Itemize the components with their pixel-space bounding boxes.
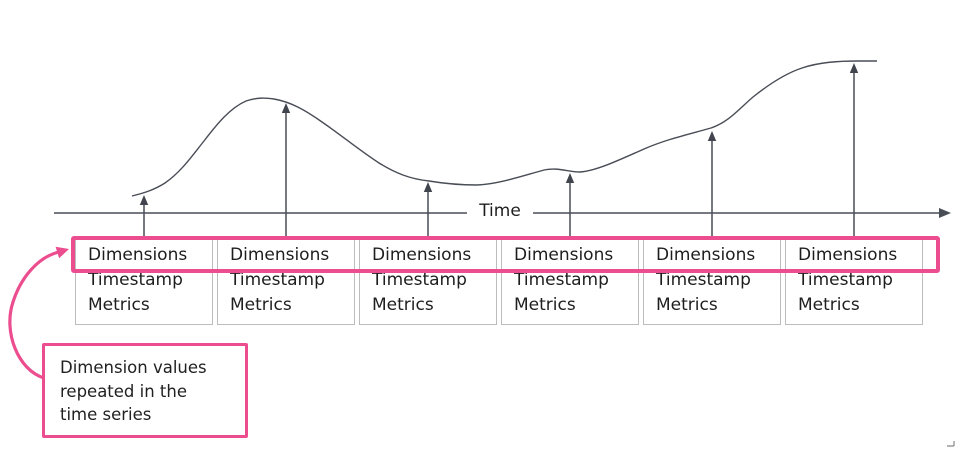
- record-timestamp-label: Timestamp: [372, 270, 467, 290]
- record-dimensions-label: Dimensions: [656, 245, 756, 265]
- callout-arrowhead-icon: [55, 246, 69, 259]
- record-timestamp-label: Timestamp: [798, 270, 893, 290]
- arrowhead-icon: [139, 195, 149, 205]
- callout-text-line: time series: [60, 405, 152, 424]
- record-dimensions-label: Dimensions: [88, 245, 188, 265]
- record-metrics-label: Metrics: [656, 295, 718, 315]
- record-timestamp-label: Timestamp: [230, 270, 325, 290]
- arrowhead-icon: [849, 63, 859, 73]
- record-dimensions-label: Dimensions: [230, 245, 330, 265]
- arrowhead-icon: [565, 173, 575, 183]
- record-dimensions-label: Dimensions: [798, 245, 898, 265]
- axis-arrowhead-icon: [939, 208, 951, 218]
- dimensions-row-highlight: [71, 236, 940, 273]
- record-box-2: Dimensions Timestamp Metrics: [217, 237, 355, 325]
- time-axis-label: Time: [479, 201, 521, 221]
- record-metrics-label: Metrics: [372, 295, 434, 315]
- timeseries-curve-path: [131, 60, 877, 197]
- stray-mark: [947, 441, 955, 447]
- record-metrics-label: Metrics: [514, 295, 576, 315]
- record-timestamp-label: Timestamp: [514, 270, 609, 290]
- data-point-arrows: [143, 72, 855, 236]
- arrowhead-icon: [281, 103, 291, 113]
- record-metrics-label: Metrics: [798, 295, 860, 315]
- arrowhead-icon: [707, 131, 717, 141]
- callout-arrow: [8, 250, 59, 380]
- record-dimensions-label: Dimensions: [372, 245, 472, 265]
- record-box-1: Dimensions Timestamp Metrics: [75, 237, 213, 325]
- data-point-arrowheads: [139, 63, 859, 205]
- record-timestamp-label: Timestamp: [656, 270, 751, 290]
- record-box-3: Dimensions Timestamp Metrics: [359, 237, 497, 325]
- callout-text-line: Dimension values: [60, 358, 207, 377]
- callout-text-line: repeated in the: [60, 381, 188, 401]
- record-dimensions-label: Dimensions: [514, 245, 614, 265]
- callout-box: Dimension values repeated in the time se…: [42, 343, 248, 438]
- record-box-5: Dimensions Timestamp Metrics: [643, 237, 781, 325]
- arrowhead-icon: [423, 182, 433, 192]
- record-metrics-label: Metrics: [230, 295, 292, 315]
- record-timestamp-label: Timestamp: [88, 270, 183, 290]
- record-metrics-label: Metrics: [88, 295, 150, 315]
- record-box-4: Dimensions Timestamp Metrics: [501, 237, 639, 325]
